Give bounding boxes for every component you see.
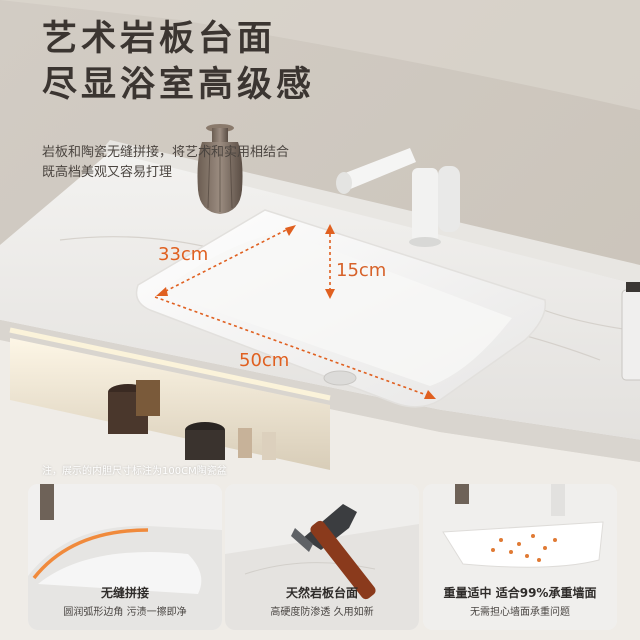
feature-card-weight: 重量适中 适合99%承重墙面 无需担心墙面承重问题 [423, 484, 617, 630]
size-note: 注，展示的内胆尺寸标注为100CM陶瓷盆 [42, 466, 227, 477]
wall-mounted-basin-photo [423, 484, 617, 630]
intro-line-1: 岩板和陶瓷无缝拼接，将艺术和实用相结合 [42, 145, 290, 160]
feature-subtitle: 无需担心墙面承重问题 [470, 607, 570, 618]
seamless-basin-photo [28, 484, 222, 630]
led-strip [9, 327, 331, 401]
hammer-on-slab-photo [225, 484, 419, 630]
feature-subtitle: 高硬度防渗透 久用如新 [270, 607, 374, 618]
countertop-edge [0, 320, 640, 462]
headline-line-2: 尽显浴室高级感 [42, 65, 316, 105]
feature-subtitle: 圆润弧形边角 污渍一擦即净 [63, 607, 187, 618]
width-dimension-label: 33cm [158, 244, 209, 265]
feature-title: 无缝拼接 [100, 586, 149, 600]
cosmetic-jar [185, 430, 225, 460]
feature-card-seamless: 无缝拼接 圆润弧形边角 污渍一擦即净 [28, 484, 222, 630]
feature-title: 天然岩板台面 [285, 586, 358, 600]
arrow-heads [156, 224, 436, 399]
hammer-icon [291, 504, 376, 600]
drain [323, 370, 357, 386]
faucet-spout [340, 148, 416, 190]
depth-dimension-label: 15cm [336, 260, 387, 281]
dimension-arrows [154, 226, 433, 398]
headline-line-1: 艺术岩板台面 [42, 19, 277, 59]
bottle [621, 289, 640, 381]
faucet-body [412, 168, 438, 242]
faucet-handle [438, 166, 460, 232]
feature-title: 重量适中 适合99%承重墙面 [443, 586, 597, 600]
length-dimension-label: 50cm [239, 350, 290, 371]
intro-line-2: 既高档美观又容易打理 [42, 165, 173, 180]
feature-card-stone: 天然岩板台面 高硬度防渗透 久用如新 [225, 484, 419, 630]
